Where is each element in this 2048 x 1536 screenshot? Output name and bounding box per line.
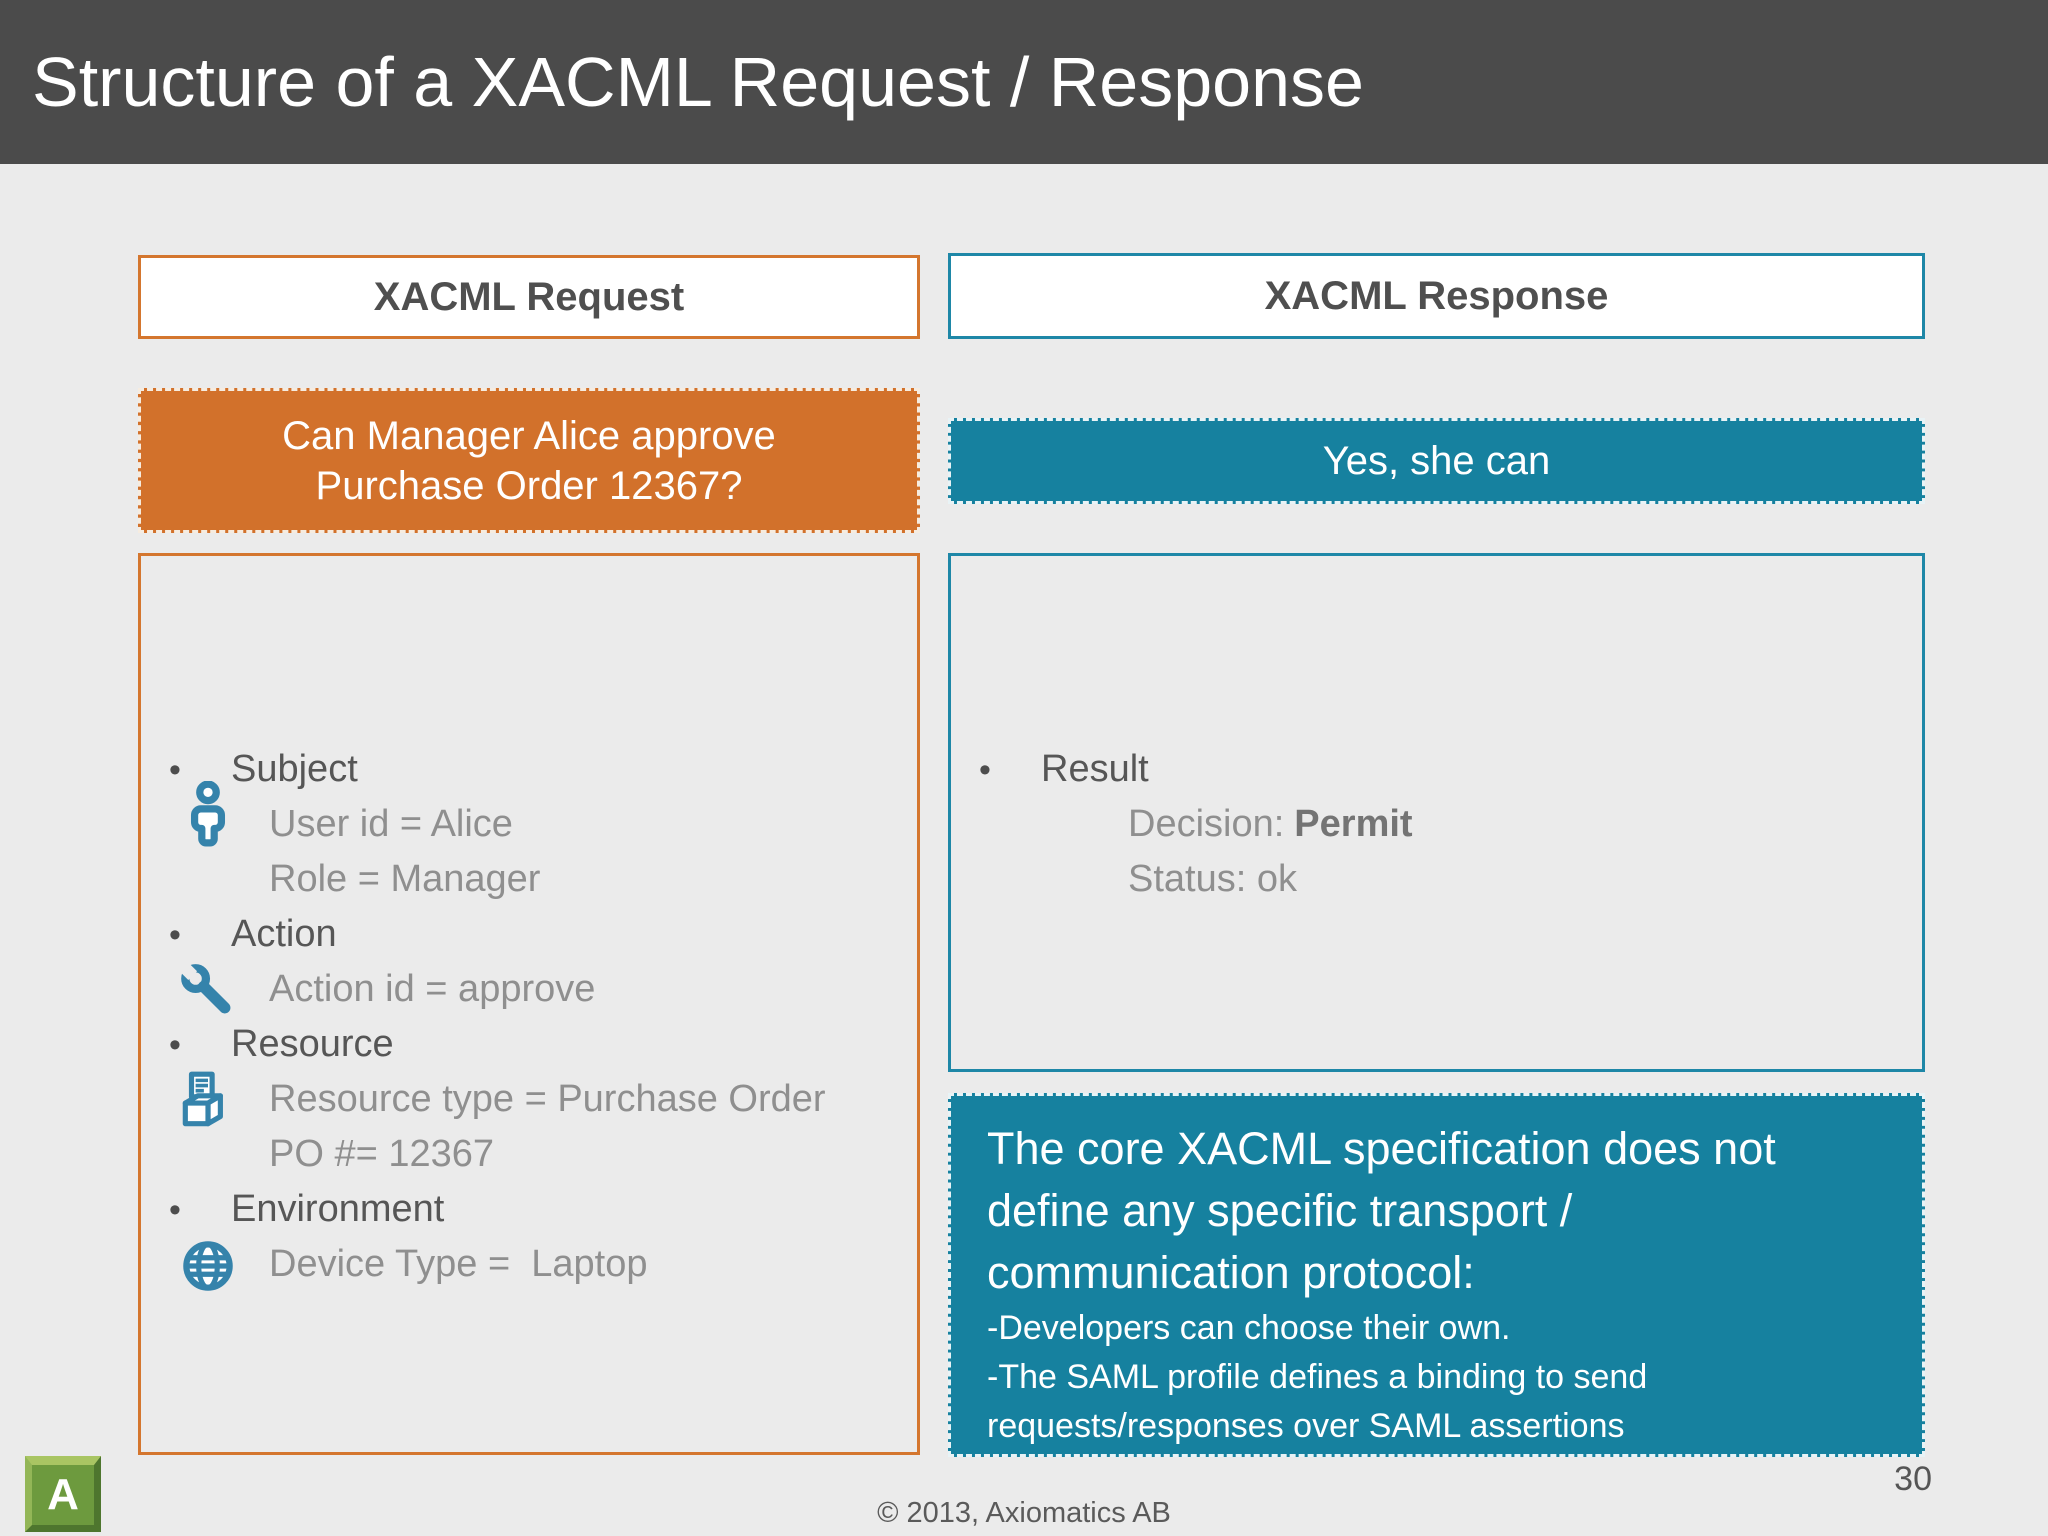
copyright-text: © 2013, Axiomatics AB: [877, 1497, 1171, 1529]
list-item-action: • Action: [141, 907, 917, 962]
request-detail-box: • Subject User id = Alice Role = Manager…: [138, 553, 920, 1455]
result-values: Decision: Permit Status: ok: [951, 797, 1922, 907]
subject-values: User id = Alice Role = Manager: [141, 781, 917, 907]
action-values: Action id = approve: [141, 961, 917, 1017]
subject-role: Role = Manager: [269, 858, 541, 900]
printer-icon: [175, 1068, 241, 1134]
environment-device-type: Device Type = Laptop: [269, 1243, 648, 1285]
transport-note-line-1: -Developers can choose their own.: [987, 1309, 1511, 1347]
bullet-point: •: [169, 750, 181, 789]
logo-letter: A: [47, 1470, 79, 1519]
decision-label: Decision:: [1128, 803, 1285, 845]
environment-label: Environment: [231, 1188, 445, 1230]
result-decision-line: Decision: Permit: [1128, 797, 1922, 852]
action-id: Action id = approve: [269, 968, 596, 1010]
page-number: 30: [1894, 1460, 1932, 1498]
axiomatics-logo: A: [25, 1456, 101, 1532]
bullet-point: •: [979, 750, 991, 789]
page-title: Structure of a XACML Request / Response: [32, 43, 1364, 121]
list-item-resource: • Resource: [141, 1017, 917, 1072]
person-icon: [175, 781, 241, 847]
xacml-response-header-box: XACML Response: [948, 253, 1925, 339]
xacml-request-header-box: XACML Request: [138, 255, 920, 339]
response-answer-box: Yes, she can: [948, 418, 1925, 504]
response-result-list: • Result Decision: Permit Status: ok: [951, 556, 1922, 907]
list-item-result: • Result: [951, 742, 1922, 797]
xacml-response-header-label: XACML Response: [1264, 273, 1609, 318]
transport-note-heading: The core XACML specification does not de…: [987, 1123, 1776, 1298]
bullet-point: •: [169, 915, 181, 954]
request-question-line2: Purchase Order 12367?: [315, 463, 743, 508]
globe-icon: [175, 1233, 241, 1299]
list-item-subject: • Subject: [141, 742, 917, 797]
transport-note-box: The core XACML specification does not de…: [948, 1093, 1925, 1457]
resource-label: Resource: [231, 1023, 394, 1065]
request-attribute-list: • Subject User id = Alice Role = Manager…: [141, 556, 917, 1292]
resource-type: Resource type = Purchase Order: [269, 1078, 826, 1120]
response-answer-label: Yes, she can: [1322, 438, 1551, 483]
result-label: Result: [1041, 748, 1149, 790]
xacml-request-header-label: XACML Request: [373, 274, 685, 319]
slide-title-bar: Structure of a XACML Request / Response: [0, 0, 2048, 164]
environment-values: Device Type = Laptop: [141, 1237, 917, 1292]
list-item-environment: • Environment: [141, 1182, 917, 1237]
resource-values: Resource type = Purchase Order PO #= 123…: [141, 1071, 917, 1182]
subject-label: Subject: [231, 748, 358, 790]
resource-po-number: PO #= 12367: [269, 1133, 495, 1175]
decision-value: Permit: [1294, 803, 1413, 845]
request-question-box: Can Manager Alice approve Purchase Order…: [138, 388, 920, 533]
bullet-point: •: [169, 1190, 181, 1229]
result-status-line: Status: ok: [1128, 858, 1297, 900]
subject-user-id: User id = Alice: [269, 803, 513, 845]
wrench-icon: [175, 958, 241, 1024]
bullet-point: •: [169, 1025, 181, 1064]
transport-note-line-2: -The SAML profile defines a binding to s…: [987, 1358, 1648, 1445]
action-label: Action: [231, 913, 337, 955]
response-detail-box: • Result Decision: Permit Status: ok: [948, 553, 1925, 1072]
request-question-line1: Can Manager Alice approve: [282, 413, 776, 458]
